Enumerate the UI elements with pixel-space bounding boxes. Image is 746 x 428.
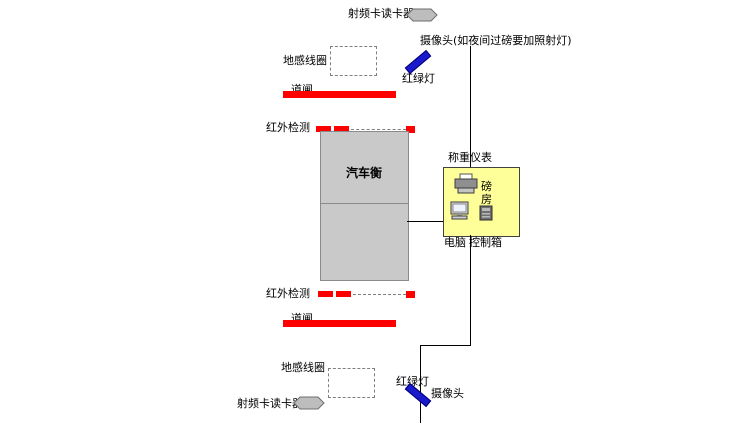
entry-infrared-beam — [351, 129, 406, 130]
entry-infrared-label: 红外检测 — [266, 121, 310, 134]
entry-camera-cable — [470, 46, 471, 168]
entry-infrared-sensor-left2 — [334, 126, 349, 132]
control-box-label: 控制箱 — [469, 236, 502, 249]
computer-icon — [449, 201, 473, 226]
entry-camera-label: 摄像头(如夜间过磅要加照射灯) — [420, 34, 572, 47]
truck-scale-label: 汽车衡 — [345, 166, 382, 180]
entry-barrier-bar — [283, 91, 396, 98]
exit-rfid-reader-icon — [293, 396, 325, 413]
entry-traffic-light-bar — [404, 49, 432, 75]
exit-ground-coil-zone — [328, 368, 375, 398]
truck-scale — [320, 131, 409, 281]
entry-ground-coil-label: 地感线圈 — [283, 54, 327, 67]
weighing-indicator-label: 称重仪表 — [448, 151, 492, 164]
exit-infrared-beam — [353, 294, 406, 295]
exit-ground-coil-label: 地感线圈 — [281, 361, 325, 374]
exit-rfid-reader-label: 射频卡读卡器 — [237, 397, 303, 410]
weighing-indicator-icon — [453, 173, 479, 198]
computer-label: 电脑 — [444, 236, 466, 249]
exit-traffic-light-label: 红绿灯 — [396, 375, 429, 388]
exit-infrared-sensor-right — [406, 291, 415, 298]
scale-to-room-cable — [407, 221, 443, 222]
truck-scale-divider — [321, 203, 408, 204]
exit-barrier-bar — [283, 320, 396, 327]
entry-ground-coil-zone — [330, 46, 377, 76]
exit-cable-down — [420, 345, 421, 423]
exit-infrared-sensor-left2 — [336, 291, 351, 297]
entry-infrared-sensor-right — [406, 126, 415, 133]
entry-rfid-reader-label: 射频卡读卡器 — [348, 7, 414, 20]
exit-infrared-sensor-left1 — [318, 291, 333, 297]
entry-traffic-light-label: 红绿灯 — [402, 72, 435, 85]
entry-infrared-sensor-left1 — [316, 126, 331, 132]
entry-rfid-reader-icon — [406, 8, 438, 25]
exit-infrared-label: 红外检测 — [266, 287, 310, 300]
room-exit-cable-vertical — [470, 235, 471, 345]
control-box-icon — [479, 205, 493, 224]
exit-cable-horizontal — [420, 345, 471, 346]
weigh-room-label: 磅房 — [481, 180, 492, 206]
exit-camera-label: 摄像头 — [431, 387, 464, 400]
